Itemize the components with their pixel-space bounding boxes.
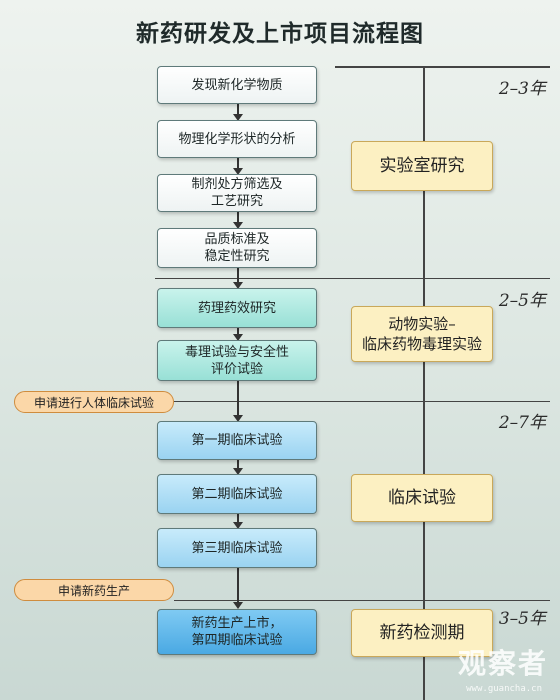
step-toxicology: 毒理试验与安全性 评价试验	[157, 340, 317, 381]
step-launch-phase4: 新药生产上市， 第四期临床试验	[157, 609, 317, 655]
step-discover-compound: 发现新化学物质	[157, 66, 317, 104]
watermark-logo: 观察者	[457, 647, 548, 680]
arrow-down-icon	[233, 222, 243, 229]
phase-lab-research: 实验室研究	[351, 141, 493, 191]
connector	[237, 381, 239, 417]
step-physchem-analysis: 物理化学形状的分析	[157, 120, 317, 158]
duration-monitoring: 3–5年	[498, 609, 546, 629]
arrow-down-icon	[233, 522, 243, 529]
connector	[237, 514, 239, 524]
duration-animal: 2–5年	[498, 291, 546, 311]
arrow-down-icon	[233, 334, 243, 341]
separator-top	[335, 66, 550, 68]
arrow-down-icon	[233, 602, 243, 609]
connector	[237, 268, 239, 282]
connector	[237, 460, 239, 470]
arrow-down-icon	[233, 468, 243, 475]
duration-clinical: 2–7年	[498, 413, 546, 433]
page-title: 新药研发及上市项目流程图	[136, 20, 424, 47]
arrow-down-icon	[233, 282, 243, 289]
connector	[237, 568, 239, 604]
step-quality-stability: 品质标准及 稳定性研究	[157, 228, 317, 268]
step-pharmacology: 药理药效研究	[157, 288, 317, 328]
step-phase2: 第二期临床试验	[157, 474, 317, 514]
phase-clinical-trials: 临床试验	[351, 474, 493, 522]
phase-animal-trials: 动物实验– 临床药物毒理实验	[351, 306, 493, 362]
separator-1	[155, 278, 550, 279]
apply-clinical-trial: 申请进行人体临床试验	[14, 391, 174, 413]
step-phase1: 第一期临床试验	[157, 421, 317, 460]
apply-production: 申请新药生产	[14, 579, 174, 601]
separator-3	[174, 600, 550, 601]
step-phase3: 第三期临床试验	[157, 528, 317, 568]
connector	[237, 104, 239, 116]
duration-lab: 2–3年	[498, 79, 546, 99]
connector	[237, 328, 239, 336]
arrow-down-icon	[233, 114, 243, 121]
separator-2	[174, 401, 550, 402]
watermark-url: www.guancha.cn	[466, 684, 542, 694]
step-formulation-screening: 制剂处方筛选及 工艺研究	[157, 174, 317, 212]
arrow-down-icon	[233, 415, 243, 422]
phase-monitoring: 新药检测期	[351, 609, 493, 657]
timeline-line	[423, 66, 425, 700]
arrow-down-icon	[233, 168, 243, 175]
connector	[237, 212, 239, 224]
connector	[237, 158, 239, 170]
